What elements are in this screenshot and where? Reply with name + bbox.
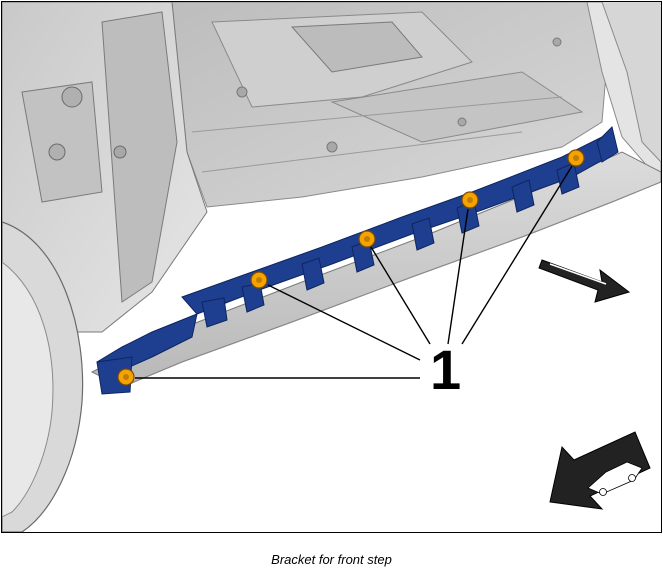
callout-leader-lines <box>135 165 573 379</box>
floor-rib <box>201 131 523 173</box>
direction-arrow-icon <box>538 259 631 303</box>
fasteners <box>117 149 585 386</box>
figure-caption: Bracket for front step <box>271 552 392 567</box>
pillar-bracket <box>21 81 103 203</box>
vehicle-body-illustration <box>2 2 661 532</box>
pillar-inner <box>101 11 178 303</box>
floor-rib <box>191 96 563 133</box>
door-frame <box>586 2 661 183</box>
tire-rim <box>2 261 54 518</box>
floor-cutout <box>290 21 423 73</box>
front-step-bracket <box>96 126 619 395</box>
vehicle-orientation-icon <box>549 431 651 510</box>
sill-edge <box>121 181 661 388</box>
figure-panel: 1 <box>1 1 662 533</box>
callout-label: 1 <box>430 338 462 401</box>
